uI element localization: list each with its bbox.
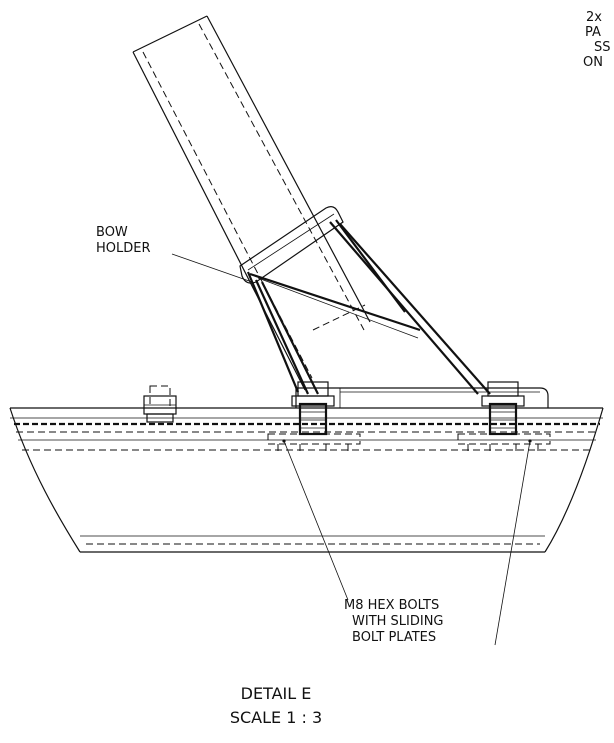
detail-title: DETAIL E (240, 684, 312, 703)
hull-section (9, 407, 604, 553)
left-bolt (143, 385, 177, 423)
bow-holder-label-line-1: BOW (96, 225, 128, 240)
top-right-note-line-3: SS (594, 40, 611, 55)
holder-base-plate (295, 387, 549, 408)
bow-holder-label-line-2: HOLDER (96, 241, 151, 256)
bow-tube (132, 15, 371, 391)
top-right-note-line-2: PA (585, 25, 601, 40)
leader-lines (171, 253, 531, 646)
center-bolt (267, 381, 361, 452)
bow-holder-clamp (239, 206, 491, 395)
bolts-label-line-3: BOLT PLATES (352, 630, 437, 645)
right-bolt (457, 381, 551, 452)
top-right-note-line-4: ON (583, 55, 603, 70)
bolts-label-line-1: M8 HEX BOLTS (344, 598, 440, 613)
detail-scale: SCALE 1 : 3 (229, 708, 323, 727)
top-right-note-line-1: 2x (586, 10, 602, 25)
bolts-label-line-2: WITH SLIDING (352, 614, 444, 629)
